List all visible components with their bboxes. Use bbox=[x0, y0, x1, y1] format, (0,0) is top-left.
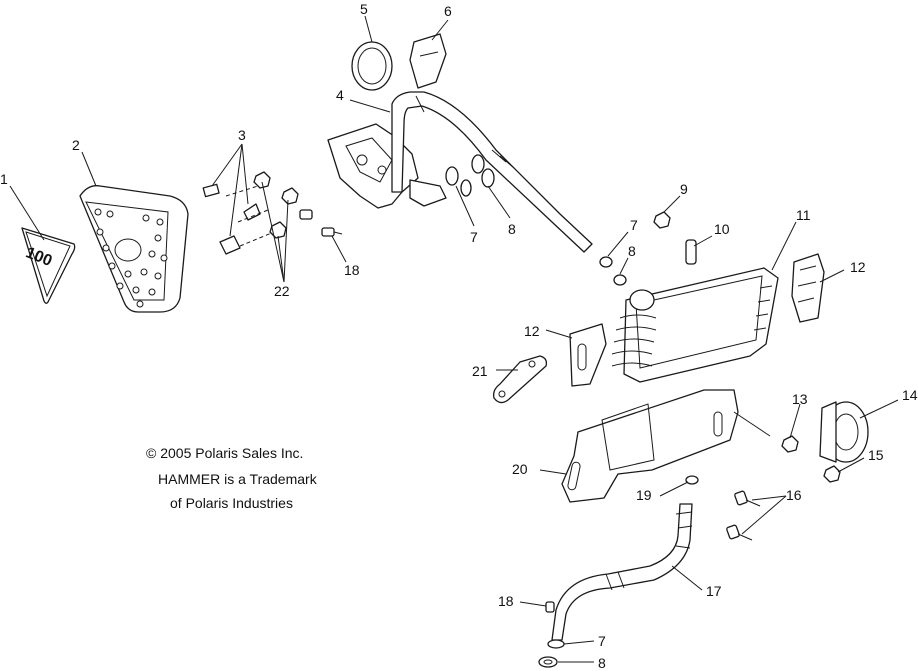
part-2-cover bbox=[79, 185, 189, 313]
part-12-pad-right bbox=[791, 253, 825, 323]
callout-7-a: 7 bbox=[470, 229, 478, 245]
callout-7-c: 7 bbox=[598, 633, 606, 649]
leader-lines bbox=[9, 15, 899, 663]
part-22-nuts bbox=[253, 171, 313, 239]
callout-8-a: 8 bbox=[508, 221, 516, 237]
part-12-pad-left bbox=[569, 323, 607, 387]
callout-9: 9 bbox=[680, 181, 688, 197]
callout-14: 14 bbox=[902, 387, 918, 403]
part-17-oil-line bbox=[551, 503, 693, 641]
callout-18-b: 18 bbox=[498, 593, 514, 609]
part-16-bolts bbox=[726, 490, 761, 541]
part-20-bracket bbox=[561, 389, 739, 503]
part-9-nut bbox=[653, 211, 671, 229]
copyright-line-2: HAMMER is a Trademark bbox=[158, 471, 318, 487]
callout-12-a: 12 bbox=[850, 259, 866, 275]
part-4-bracket bbox=[327, 123, 447, 209]
callout-6: 6 bbox=[444, 3, 452, 19]
part-6-clip bbox=[409, 33, 447, 89]
part-21-strap bbox=[492, 355, 548, 404]
part-11-oil-cooler bbox=[611, 267, 779, 383]
part-5-clamp bbox=[351, 41, 393, 91]
callout-10: 10 bbox=[714, 221, 730, 237]
callout-5: 5 bbox=[360, 1, 368, 17]
part-7-8-seals bbox=[445, 154, 627, 286]
part-13-nut bbox=[781, 435, 799, 453]
part-18-fitting-lower bbox=[545, 601, 555, 613]
part-3-clips bbox=[202, 183, 275, 255]
copyright-line-1: © 2005 Polaris Sales Inc. bbox=[146, 445, 303, 461]
callout-2: 2 bbox=[72, 137, 80, 153]
callout-22: 22 bbox=[274, 283, 290, 299]
callout-11: 11 bbox=[796, 207, 811, 223]
part-4-oil-tube bbox=[391, 91, 593, 253]
callout-12-b: 12 bbox=[524, 323, 540, 339]
part-18-bolt-upper bbox=[321, 227, 343, 237]
part-7-8-lower-seals bbox=[538, 639, 565, 668]
part-1-decal: 100 bbox=[21, 227, 76, 304]
callout-4: 4 bbox=[336, 87, 344, 103]
callout-21: 21 bbox=[472, 363, 488, 379]
part-19-plug bbox=[685, 475, 699, 485]
callout-3: 3 bbox=[238, 127, 246, 143]
callout-20: 20 bbox=[512, 461, 528, 477]
callout-8-c: 8 bbox=[598, 655, 606, 671]
part-14-horn bbox=[819, 401, 869, 463]
callout-8-b: 8 bbox=[628, 243, 636, 259]
callout-1: 1 bbox=[0, 171, 8, 187]
callout-7-b: 7 bbox=[630, 217, 638, 233]
callout-13: 13 bbox=[792, 391, 808, 407]
callout-19: 19 bbox=[636, 487, 652, 503]
copyright-line-3: of Polaris Industries bbox=[170, 495, 293, 511]
part-15-nut bbox=[823, 465, 841, 483]
callout-15: 15 bbox=[868, 447, 884, 463]
part-10-pin bbox=[685, 239, 697, 265]
callout-16: 16 bbox=[786, 487, 802, 503]
copyright-notice: © 2005 Polaris Sales Inc. HAMMER is a Tr… bbox=[146, 445, 318, 511]
callout-18-a: 18 bbox=[344, 262, 360, 278]
callout-17: 17 bbox=[706, 583, 722, 599]
